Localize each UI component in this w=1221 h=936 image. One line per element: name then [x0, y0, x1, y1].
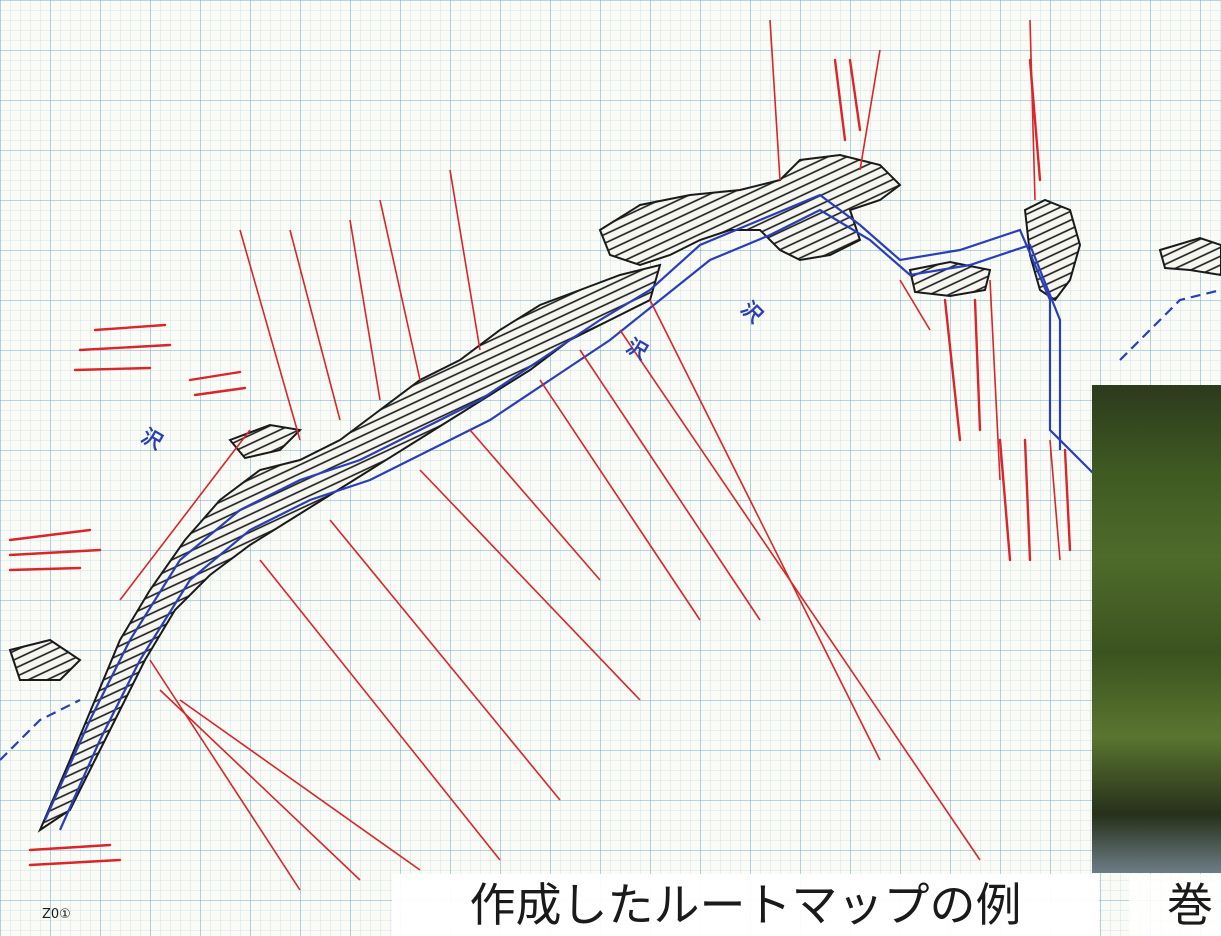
handwritten-notes: [8, 58, 1072, 867]
stream-route-b: [58, 208, 1062, 831]
caption-photo: 巻: [1129, 874, 1221, 936]
stream-route-c: [0, 288, 1221, 761]
annotation-leaders: [119, 19, 1061, 891]
caption-route-map-example: 作成したルートマップの例: [392, 874, 1099, 936]
stream-route-a: [43, 193, 1101, 821]
outcrop-upper-bend: [598, 153, 902, 267]
corner-note: Z0①: [42, 907, 71, 922]
moss-rock-photo-icon: [1092, 385, 1221, 873]
outcrop-edge-right: [1158, 236, 1221, 277]
outcrop-left-branch: [8, 638, 82, 681]
outcrop-mid: [228, 423, 303, 460]
outcrop-right: [908, 260, 992, 298]
stream-route-lines: [0, 193, 1221, 831]
